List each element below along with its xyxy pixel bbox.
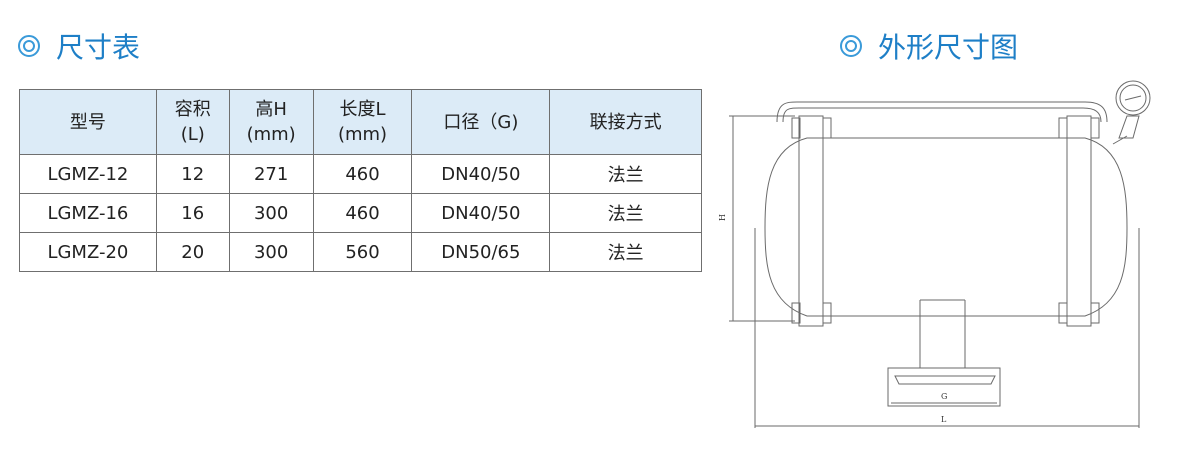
label-l: L (941, 415, 947, 424)
cell-caliber: DN40/50 (411, 193, 551, 233)
section-heading-outline-drawing: 外形尺寸图 (840, 26, 1018, 66)
cell-model: LGMZ-16 (19, 193, 157, 233)
cell-length: 460 (312, 154, 413, 194)
outlet-box (887, 367, 1001, 407)
cell-connection: 法兰 (549, 193, 702, 233)
cell-caliber: DN40/50 (411, 154, 551, 194)
left-flange (798, 115, 824, 327)
dimension-table: 型号 容积(L) 高H(mm) 长度L(mm) 口径（G) 联接方式 LGMZ-… (19, 89, 702, 272)
double-circle-icon (18, 35, 40, 57)
column-header-volume: 容积(L) (155, 89, 230, 155)
table-row: LGMZ-16 16 300 460 DN40/50 法兰 (19, 193, 702, 233)
outline-drawing: H G L (718, 80, 1151, 428)
pressure-gauge (1115, 80, 1151, 116)
cell-height: 300 (228, 232, 314, 272)
column-header-model: 型号 (19, 89, 157, 155)
table-row: LGMZ-20 20 300 560 DN50/65 法兰 (19, 232, 702, 272)
cell-height: 271 (228, 154, 314, 194)
cell-model: LGMZ-12 (19, 154, 157, 194)
label-h: H (718, 214, 727, 221)
cell-volume: 12 (155, 154, 230, 194)
cell-length: 460 (312, 193, 413, 233)
cell-caliber: DN50/65 (411, 232, 551, 272)
tank-body (764, 137, 1128, 317)
table-row: LGMZ-12 12 271 460 DN40/50 法兰 (19, 154, 702, 194)
double-circle-icon (840, 35, 862, 57)
cell-model: LGMZ-20 (19, 232, 157, 272)
label-g: G (941, 392, 947, 401)
table-header-row: 型号 容积(L) 高H(mm) 长度L(mm) 口径（G) 联接方式 (19, 89, 702, 155)
heading-text: 尺寸表 (56, 31, 141, 64)
right-flange (1066, 115, 1092, 327)
cell-connection: 法兰 (549, 232, 702, 272)
cell-volume: 20 (155, 232, 230, 272)
column-header-connection: 联接方式 (549, 89, 702, 155)
cell-volume: 16 (155, 193, 230, 233)
cell-height: 300 (228, 193, 314, 233)
heading-text: 外形尺寸图 (878, 31, 1019, 64)
column-header-caliber: 口径（G) (411, 89, 551, 155)
column-header-length: 长度L(mm) (312, 89, 413, 155)
top-pipe (776, 101, 1108, 123)
column-header-height: 高H(mm) (228, 89, 314, 155)
section-heading-dimension-table: 尺寸表 (18, 26, 140, 66)
cell-length: 560 (312, 232, 413, 272)
top-pipe-inner (782, 107, 1102, 123)
cell-connection: 法兰 (549, 154, 702, 194)
